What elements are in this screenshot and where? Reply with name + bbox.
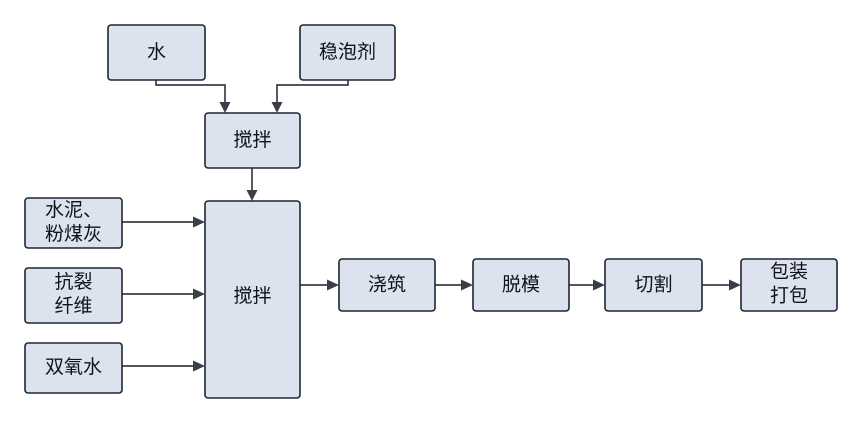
edge-casting-to-demould (435, 279, 473, 291)
node-peroxide-label: 双氧水 (45, 356, 102, 378)
node-water-label: 水 (147, 41, 166, 63)
edge-cutting-to-packaging (702, 279, 741, 291)
edge-fiber-to-mix2 (122, 288, 205, 300)
edge-layer (122, 80, 741, 372)
edge-casting-to-demould-arrowhead (461, 279, 473, 291)
node-peroxide[interactable]: 双氧水 (24, 342, 123, 394)
node-casting[interactable]: 浇筑 (338, 258, 436, 312)
edge-stabilizer-to-mix1-arrowhead (271, 102, 283, 113)
node-mix2-box[interactable] (204, 200, 301, 399)
node-mix1[interactable]: 搅拌 (204, 112, 301, 169)
node-fiber[interactable]: 抗裂 纤维 (24, 267, 123, 324)
edge-cutting-to-packaging-arrowhead (729, 279, 741, 291)
node-stabilizer-box[interactable] (299, 24, 396, 81)
node-demould-box[interactable] (472, 258, 570, 312)
node-water[interactable]: 水 (107, 24, 206, 81)
node-stabilizer-label: 稳泡剂 (319, 41, 376, 63)
node-cutting-label: 切割 (634, 273, 672, 295)
node-stabilizer[interactable]: 稳泡剂 (299, 24, 396, 81)
node-packaging-box[interactable] (740, 258, 838, 312)
edge-mix1-to-mix2-arrowhead (246, 190, 258, 201)
edge-demould-to-cutting (569, 279, 605, 291)
node-cement-ash-label-line2: 粉煤灰 (45, 223, 102, 245)
node-cutting-box[interactable] (604, 258, 703, 312)
node-mix1-label: 搅拌 (233, 129, 271, 151)
edge-water-to-mix1-line (155, 80, 226, 106)
edge-mix2-to-casting-arrowhead (327, 279, 339, 291)
node-fiber-label-line1: 抗裂 (54, 271, 92, 293)
edge-stabilizer-to-mix1-line (276, 80, 349, 106)
node-mix1-box[interactable] (204, 112, 301, 169)
node-cement-ash-label-line1: 水泥、 (45, 199, 102, 221)
node-casting-box[interactable] (338, 258, 436, 312)
edge-peroxide-to-mix2-arrowhead (193, 360, 205, 372)
edge-water-to-mix1 (155, 80, 231, 113)
node-demould[interactable]: 脱模 (472, 258, 570, 312)
node-layer: 水 稳泡剂 搅拌 水泥、 粉煤灰 抗裂 纤维 (24, 24, 838, 399)
node-packaging-label-line2: 打包 (770, 284, 808, 306)
edge-fiber-to-mix2-arrowhead (193, 288, 205, 300)
node-fiber-label-line2: 纤维 (54, 295, 92, 317)
node-cement-ash[interactable]: 水泥、 粉煤灰 (24, 197, 123, 249)
node-casting-label: 浇筑 (368, 273, 406, 295)
edge-cement-to-mix2 (122, 216, 205, 228)
edge-cement-to-mix2-arrowhead (193, 216, 205, 228)
node-mix2-label: 搅拌 (233, 285, 271, 307)
edge-mix1-to-mix2 (246, 168, 258, 201)
node-mix2[interactable]: 搅拌 (204, 200, 301, 399)
edge-water-to-mix1-arrowhead (219, 102, 231, 113)
edge-demould-to-cutting-arrowhead (593, 279, 605, 291)
node-water-box[interactable] (107, 24, 206, 81)
edge-peroxide-to-mix2 (122, 360, 205, 372)
node-packaging-label-line1: 包装 (770, 260, 808, 282)
node-demould-label: 脱模 (502, 273, 540, 295)
node-cutting[interactable]: 切割 (604, 258, 703, 312)
node-fiber-box[interactable] (24, 267, 123, 324)
edge-mix2-to-casting (300, 279, 339, 291)
edge-stabilizer-to-mix1 (271, 80, 349, 113)
node-packaging[interactable]: 包装 打包 (740, 258, 838, 312)
node-cement-ash-box[interactable] (24, 197, 123, 249)
node-peroxide-box[interactable] (24, 342, 123, 394)
